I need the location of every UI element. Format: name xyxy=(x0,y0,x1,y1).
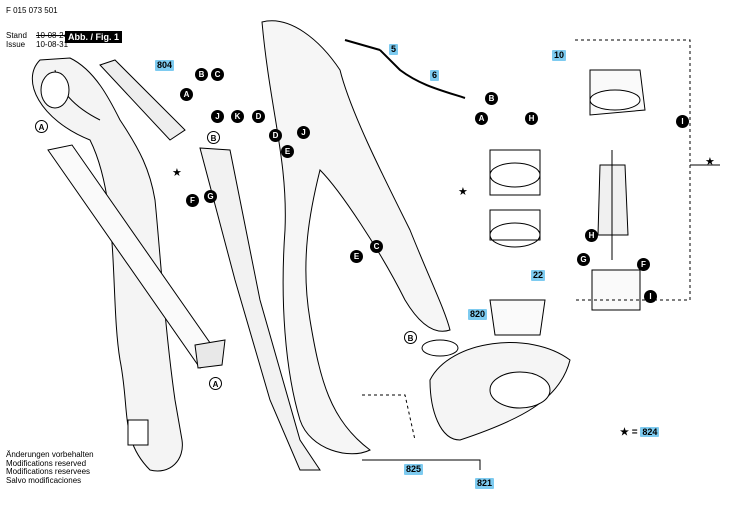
callout-I: I xyxy=(676,115,689,128)
motor-housing xyxy=(591,269,641,311)
part-tag-5: 5 xyxy=(389,44,399,55)
brush-holder xyxy=(489,162,541,188)
modifications-en: Modifications reserved xyxy=(6,458,87,468)
callout-F: F xyxy=(186,194,199,207)
callout-E: E xyxy=(281,145,294,158)
star-marker-1: ★ xyxy=(172,167,182,179)
callout-J: J xyxy=(211,110,224,123)
power-cord xyxy=(344,39,466,99)
callout-C: C xyxy=(211,68,224,81)
callout-B-cord: B xyxy=(485,92,498,105)
callout-E-2: E xyxy=(350,250,363,263)
doc-number: F 015 073 501 xyxy=(6,6,58,15)
housing-half-middle xyxy=(199,147,321,471)
callout-C-2: C xyxy=(370,240,383,253)
star-legend-symbol: ★ xyxy=(620,427,629,438)
part-tag-22: 22 xyxy=(531,270,546,281)
callout-H-2: H xyxy=(585,229,598,242)
armature xyxy=(597,164,629,236)
callout-B-housing: B xyxy=(207,131,220,144)
stand-label: Stand xyxy=(6,31,27,40)
part-tag-824: 824 xyxy=(640,427,660,437)
callout-H: H xyxy=(525,112,538,125)
stand-date: 10-08-24 xyxy=(36,31,69,40)
part-tag-804: 804 xyxy=(155,60,175,71)
callout-D: D xyxy=(252,110,265,123)
modifications-es: Salvo modificaciones xyxy=(6,475,82,485)
issue-date: 10-08-31 xyxy=(36,40,69,49)
callout-I-2: I xyxy=(644,290,657,303)
figure-label: Abb. / Fig. 1 xyxy=(65,31,122,43)
callout-K: K xyxy=(231,110,244,123)
callout-A-cord: A xyxy=(475,112,488,125)
star-legend: ★ = 824 xyxy=(620,427,660,438)
callout-F-2: F xyxy=(637,258,650,271)
part-804-cover xyxy=(99,59,186,141)
modifications-note: Änderungen vorbehalten Modifications res… xyxy=(6,450,94,485)
modifications-de: Änderungen vorbehalten xyxy=(6,450,94,459)
housing-half-right xyxy=(261,20,451,455)
handle-left-housing xyxy=(31,57,183,472)
callout-G-2: G xyxy=(577,253,590,266)
callout-B: B xyxy=(195,68,208,81)
part-tag-10: 10 xyxy=(552,50,567,61)
callout-B-spacer: B xyxy=(404,331,417,344)
issue-label: Issue xyxy=(6,40,26,49)
modifications-fr: Modifications reservees xyxy=(6,467,91,476)
callout-D-2: D xyxy=(269,129,282,142)
callout-A-handle: A xyxy=(35,120,48,133)
part-tag-6: 6 xyxy=(430,70,440,81)
star-legend-equals: = xyxy=(631,427,638,438)
part-tag-821: 821 xyxy=(475,478,495,489)
star-marker-3: ★ xyxy=(705,156,715,168)
part-tag-825: 825 xyxy=(404,464,424,475)
part-tag-820: 820 xyxy=(468,309,488,320)
callout-G: G xyxy=(204,190,217,203)
callout-A-tube: A xyxy=(209,377,222,390)
callout-J-2: J xyxy=(297,126,310,139)
star-marker-2: ★ xyxy=(458,186,468,198)
callout-A: A xyxy=(180,88,193,101)
